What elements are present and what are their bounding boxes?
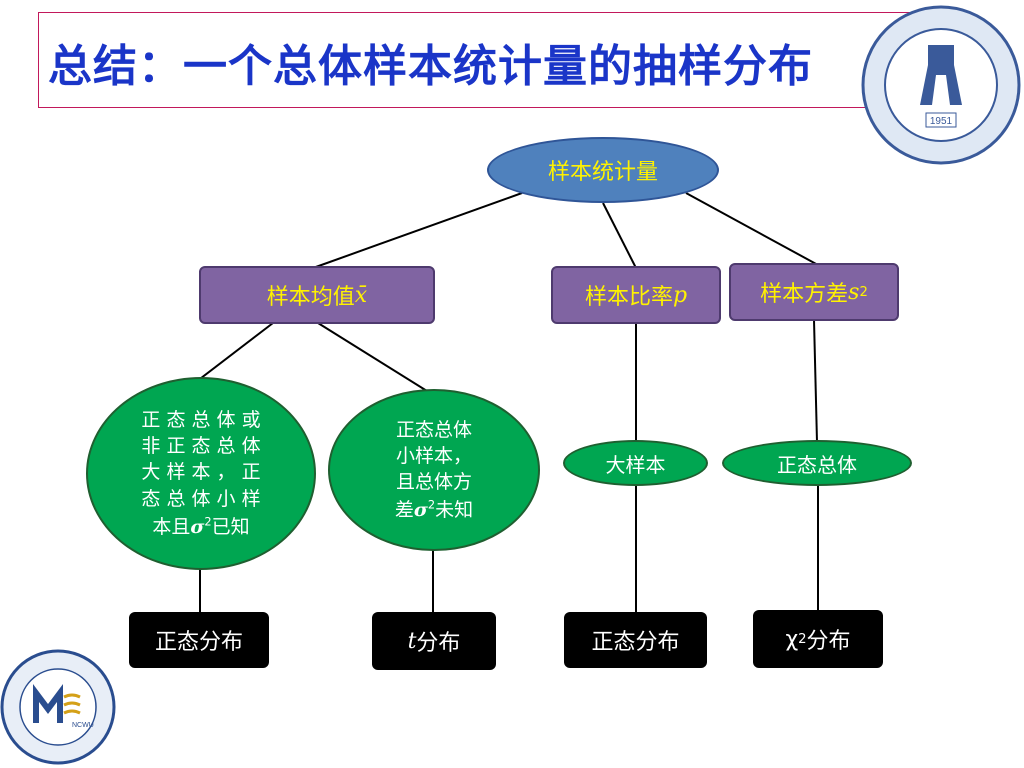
cond2-text: 正态总体 小样本， 且总体方 差 <box>394 418 472 522</box>
chi-symbol: χ <box>785 626 799 652</box>
node-dist-normal-2: 正态分布 <box>564 612 707 668</box>
seal-year: 1951 <box>930 116 953 127</box>
university-seal-logo: 1951 <box>861 5 1021 165</box>
node-sample-statistic-label: 样本统计量 <box>547 160 658 185</box>
slide-title: 总结：一个总体样本统计量的抽样分布 <box>48 41 813 92</box>
title-frame <box>38 12 958 108</box>
node-dist-normal-1: 正态分布 <box>129 612 269 668</box>
node-sample-proportion-label: 样本比率 <box>584 285 673 310</box>
p-symbol: p <box>672 282 688 308</box>
sigma-exponent: 2 <box>204 514 212 529</box>
dist3-label: 正态分布 <box>591 630 680 655</box>
chi-exponent: 2 <box>798 631 807 647</box>
node-sample-variance-label: 样本方差 <box>760 282 849 307</box>
node-sample-statistic: 样本统计量 <box>487 137 719 203</box>
edge-root-mean <box>312 192 523 269</box>
node-condition-large-sample: 大样本 <box>563 440 708 486</box>
node-condition-normal-known-variance: 正 态 总 体 或 非 正 态 总 体 大 样 本 ， 正 态 总 体 小 样 … <box>86 377 316 570</box>
edge-root-var <box>685 192 819 266</box>
cond1-suffix: 已知 <box>211 515 250 538</box>
xbar-symbol: x̄ <box>354 282 368 308</box>
cond4-text: 正态总体 <box>777 452 857 477</box>
s-symbol: s <box>848 279 860 305</box>
dist4-label: 分布 <box>806 629 851 654</box>
sigma-symbol: σ <box>190 515 205 538</box>
node-sample-mean-label: 样本均值 <box>266 285 355 310</box>
edge-mean-cond1 <box>191 322 274 386</box>
s-exponent: 2 <box>859 284 868 300</box>
dist2-label: 分布 <box>416 631 461 656</box>
school-logo: NCWU <box>0 649 116 765</box>
t-symbol: t <box>407 628 417 654</box>
edge-var-cond4 <box>813 319 818 443</box>
cond1-text: 正 态 总 体 或 非 正 态 总 体 大 样 本 ， 正 态 总 体 小 样 … <box>141 408 261 538</box>
cond2-suffix: 未知 <box>435 499 474 522</box>
edge-mean-cond2 <box>317 322 436 397</box>
node-condition-small-unknown-variance: 正态总体 小样本， 且总体方 差σ2未知 <box>328 389 540 551</box>
edge-root-prop <box>602 202 637 269</box>
sigma-exponent: 2 <box>427 497 436 512</box>
sigma-symbol: σ <box>413 499 428 522</box>
dist1-label: 正态分布 <box>154 630 243 655</box>
node-condition-normal-population: 正态总体 <box>722 440 912 486</box>
school-logo-abbrev: NCWU <box>72 722 94 729</box>
cond3-text: 大样本 <box>605 452 666 477</box>
